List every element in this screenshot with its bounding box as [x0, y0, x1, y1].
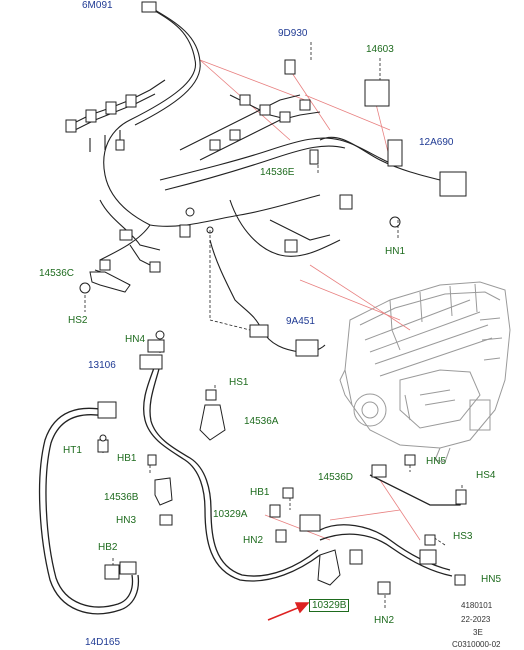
engine-block-illustration — [339, 281, 511, 463]
part-label-12a690: 12A690 — [419, 137, 454, 148]
fastener-label-hn2-left: HN2 — [243, 535, 264, 546]
ref-date: 22-2023 — [461, 615, 491, 624]
fastener-label-hs2: HS2 — [68, 315, 88, 326]
part-label-9a451: 9A451 — [286, 316, 315, 327]
part-label-14536c: 14536C — [39, 268, 75, 279]
part-label-9d930: 9D930 — [278, 28, 308, 39]
ref-code: 3E — [473, 628, 483, 637]
fastener-label-hs3: HS3 — [453, 531, 473, 542]
upper-engine-harness — [69, 7, 461, 353]
ref-illustration-id: C0310000-02 — [452, 640, 501, 649]
part-label-14536a: 14536A — [244, 416, 279, 427]
fastener-label-hs1: HS1 — [229, 377, 249, 388]
fastener-label-hn1: HN1 — [385, 246, 406, 257]
fastener-label-hs4: HS4 — [476, 470, 496, 481]
fastener-label-hn3: HN3 — [116, 515, 137, 526]
fastener-label-hn5-bottom: HN5 — [481, 574, 502, 585]
part-label-10329a: 10329A — [213, 509, 248, 520]
part-label-14536b: 14536B — [104, 492, 139, 503]
part-label-14536d: 14536D — [318, 472, 354, 483]
part-label-13106: 13106 — [88, 360, 116, 371]
part-label-14603: 14603 — [366, 44, 394, 55]
ref-number: 4180101 — [461, 601, 493, 610]
lower-connectors — [97, 330, 467, 595]
fastener-label-hb1-left: HB1 — [117, 453, 137, 464]
upper-harness-connectors — [65, 1, 467, 357]
fastener-label-hb2: HB2 — [98, 542, 118, 553]
part-label-10329b-highlighted: 10329B — [309, 599, 350, 612]
fastener-label-hn4: HN4 — [125, 334, 146, 345]
fastener-label-hb1-right: HB1 — [250, 487, 270, 498]
part-label-6m091: 6M091 — [82, 0, 113, 11]
fastener-label-ht1: HT1 — [63, 445, 82, 456]
red-arrow — [267, 602, 310, 621]
bracket-14536c — [89, 271, 131, 293]
part-label-14d165: 14D165 — [85, 637, 121, 648]
lower-battery-cables — [38, 364, 466, 615]
part-label-14536e: 14536E — [260, 167, 295, 178]
fastener-label-hn5-top: HN5 — [426, 456, 447, 467]
fastener-label-hn2-right: HN2 — [374, 615, 395, 626]
